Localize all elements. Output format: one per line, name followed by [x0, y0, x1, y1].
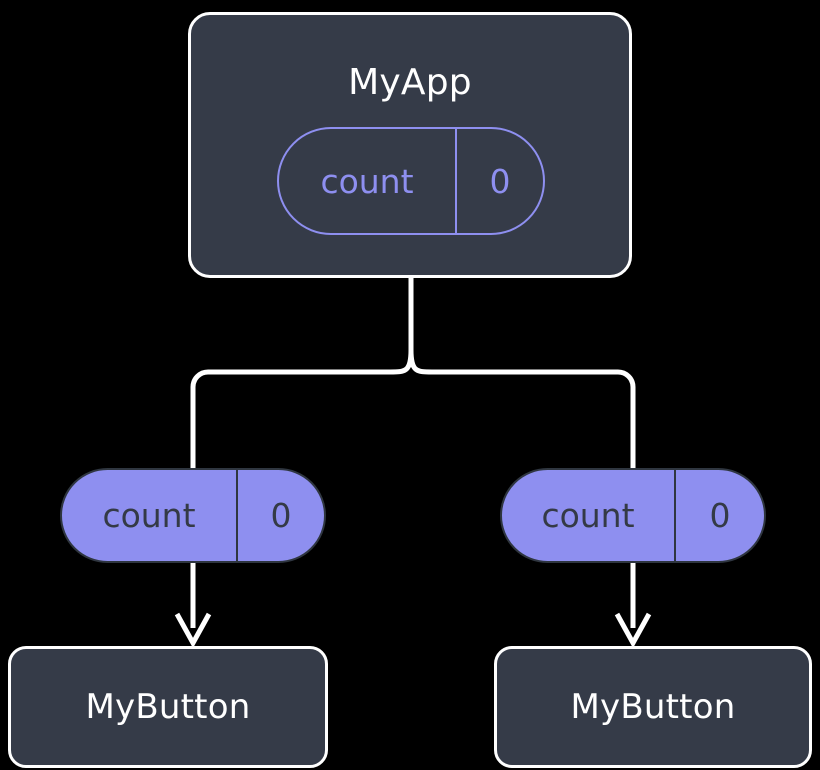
arrow-head-right-icon	[614, 612, 652, 649]
state-pill-root-value: 0	[455, 129, 543, 233]
prop-pill-child-left-value: 0	[236, 470, 324, 561]
edge-root-to-child-right	[408, 349, 636, 470]
component-node-mybutton-right[interactable]: MyButton	[494, 646, 812, 768]
edge-root-to-child-left	[190, 349, 414, 470]
prop-pill-child-right[interactable]: count 0	[500, 468, 766, 563]
prop-pill-child-right-value: 0	[674, 470, 764, 561]
state-pill-root-key: count	[320, 161, 414, 201]
arrow-head-left-icon	[174, 612, 212, 649]
prop-pill-child-left[interactable]: count 0	[60, 468, 326, 563]
component-label-myapp: MyApp	[348, 62, 472, 103]
component-label-mybutton-right: MyButton	[570, 687, 736, 727]
prop-pill-child-left-key: count	[102, 496, 196, 535]
component-label-mybutton-left: MyButton	[85, 687, 251, 727]
component-node-mybutton-left[interactable]: MyButton	[8, 646, 328, 768]
state-pill-root[interactable]: count 0	[277, 127, 545, 235]
prop-pill-child-right-key: count	[541, 496, 635, 535]
